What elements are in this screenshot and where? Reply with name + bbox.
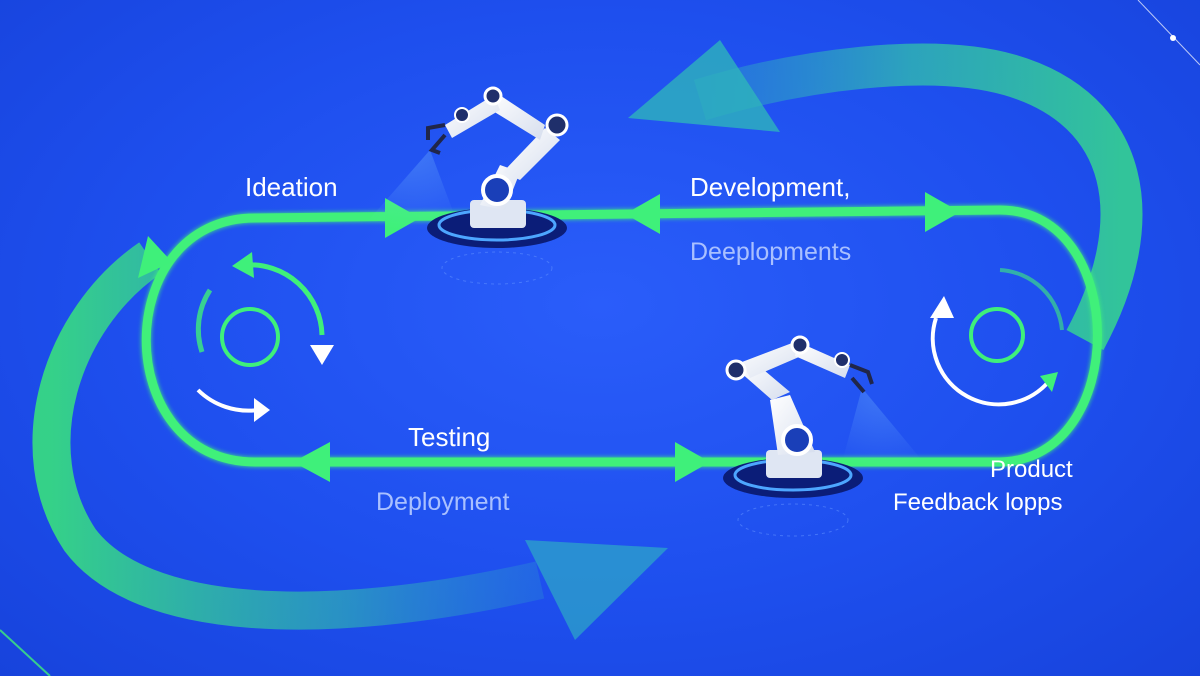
outer-arrow-bottom — [32, 242, 668, 640]
arrowhead-testing-right — [675, 442, 710, 482]
arrowhead-development-left — [625, 194, 660, 234]
arrowhead-development-right — [925, 192, 960, 232]
label-development: Development, — [690, 172, 851, 202]
label-testing: Testing — [408, 422, 491, 452]
label-deeplopments: Deeplopments — [690, 238, 852, 266]
label-feedback-loops: Feedback lopps — [893, 489, 1063, 516]
arrowhead-loop-corner — [138, 236, 172, 278]
label-deployment: Deployment — [376, 488, 510, 516]
refresh-cycle-icon-left — [195, 252, 334, 422]
robot-arm-icon-bottom — [723, 335, 930, 537]
corner-decoration-bottom-left — [0, 629, 51, 676]
label-product: Product — [990, 456, 1073, 483]
main-loop-track — [141, 205, 1102, 467]
label-ideation: Ideation — [245, 172, 338, 202]
outer-arrow-top — [628, 40, 1143, 350]
corner-decoration-top-right — [1137, 0, 1200, 66]
arrowhead-testing-left — [293, 442, 330, 482]
robot-arm-icon-top — [360, 86, 569, 285]
refresh-cycle-icon-right — [930, 268, 1064, 407]
